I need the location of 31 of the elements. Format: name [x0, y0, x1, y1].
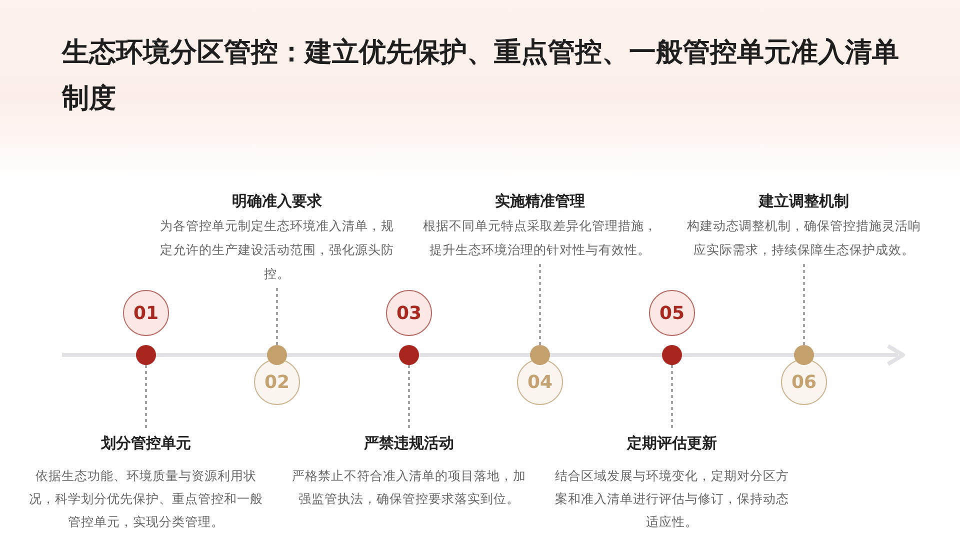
step-number: 01 — [123, 290, 169, 336]
step-description: 依据生态功能、环境质量与资源利用状况，科学划分优先保护、重点管控和一般管控单元，实现分类管理。 — [28, 467, 264, 531]
step-description: 根据不同单元特点采取差异化管理措施，提升生态环境治理的针对性与有效性。 — [422, 217, 658, 259]
timeline-dot — [399, 345, 419, 365]
leader-line — [145, 365, 147, 430]
step-description: 结合区域发展与环境变化，定期对分区方案和准入清单进行评估与修订，保持动态适应性。 — [554, 467, 790, 531]
leader-line — [276, 288, 278, 345]
step-number: 05 — [649, 290, 695, 336]
step-number: 06 — [781, 359, 827, 405]
step-title: 明确准入要求 — [232, 191, 322, 212]
leader-line — [539, 264, 541, 345]
timeline-dot — [530, 345, 550, 365]
timeline-dot — [662, 345, 682, 365]
leader-line — [803, 264, 805, 345]
step-description: 为各管控单元制定生态环境准入清单，规定允许的生产建设活动范围，强化源头防控。 — [159, 217, 395, 283]
leader-line — [408, 365, 410, 430]
step-title: 划分管控单元 — [101, 433, 191, 454]
timeline-dot — [267, 345, 287, 365]
leader-line — [671, 365, 673, 430]
step-title: 定期评估更新 — [627, 433, 717, 454]
step-number: 02 — [254, 359, 300, 405]
step-number: 03 — [386, 290, 432, 336]
step-title: 严禁违规活动 — [364, 433, 454, 454]
step-description: 构建动态调整机制，确保管控措施灵活响应实际需求，持续保障生态保护成效。 — [686, 217, 922, 259]
step-description: 严格禁止不符合准入清单的项目落地，加强监管执法，确保管控要求落实到位。 — [291, 467, 527, 508]
step-title: 实施精准管理 — [495, 191, 585, 212]
title: 生态环境分区管控：建立优先保护、重点管控、一般管控单元准入清单制度 — [62, 36, 900, 116]
step-title: 建立调整机制 — [759, 191, 849, 212]
timeline-dot — [794, 345, 814, 365]
step-number: 04 — [517, 359, 563, 405]
timeline-dot — [136, 345, 156, 365]
